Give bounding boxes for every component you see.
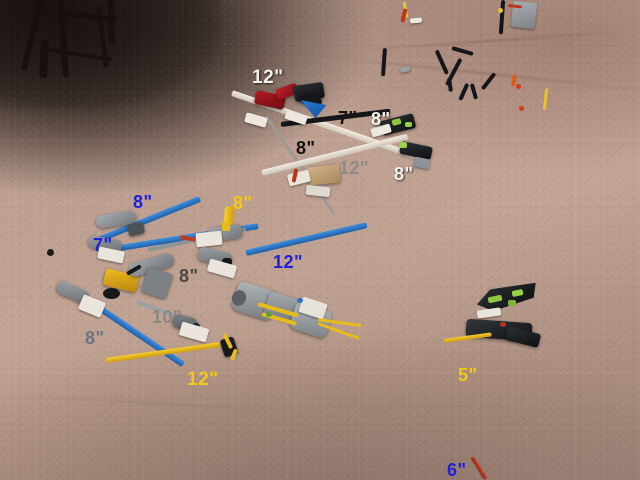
black-accent xyxy=(222,258,232,266)
white-plate xyxy=(195,230,223,248)
green-accent xyxy=(508,300,516,306)
blue-accent xyxy=(297,298,303,303)
measurement-label: 7" xyxy=(338,108,358,128)
green-accent xyxy=(266,312,272,317)
measurement-label: 5" xyxy=(458,365,478,385)
measurement-label: 8" xyxy=(394,164,414,184)
measurement-label: 12" xyxy=(273,252,304,272)
red-stud xyxy=(519,106,524,111)
red-stud xyxy=(516,84,521,89)
measurement-label: 8" xyxy=(133,192,153,212)
red-accent xyxy=(500,322,506,327)
model-tan-brick-block xyxy=(307,164,341,186)
green-accent xyxy=(399,142,407,148)
measurement-label: 8" xyxy=(179,266,199,286)
black-wheel xyxy=(103,288,120,299)
measurement-label: 8" xyxy=(233,193,253,213)
yellow-stud xyxy=(498,8,503,13)
measurement-label: 6" xyxy=(447,460,467,480)
measurement-label: 10" xyxy=(152,307,183,327)
small-black-part xyxy=(47,249,54,256)
yellow-accent xyxy=(222,222,230,231)
green-accent xyxy=(405,122,412,127)
measurement-label: 7" xyxy=(93,235,113,255)
measurement-label: 12" xyxy=(339,158,370,178)
measurement-label: 8" xyxy=(371,109,391,129)
measurement-label: 12" xyxy=(187,369,219,390)
measurement-label: 12" xyxy=(252,67,284,88)
measurement-label: 8" xyxy=(296,138,316,158)
measurement-label: 8" xyxy=(85,328,105,348)
